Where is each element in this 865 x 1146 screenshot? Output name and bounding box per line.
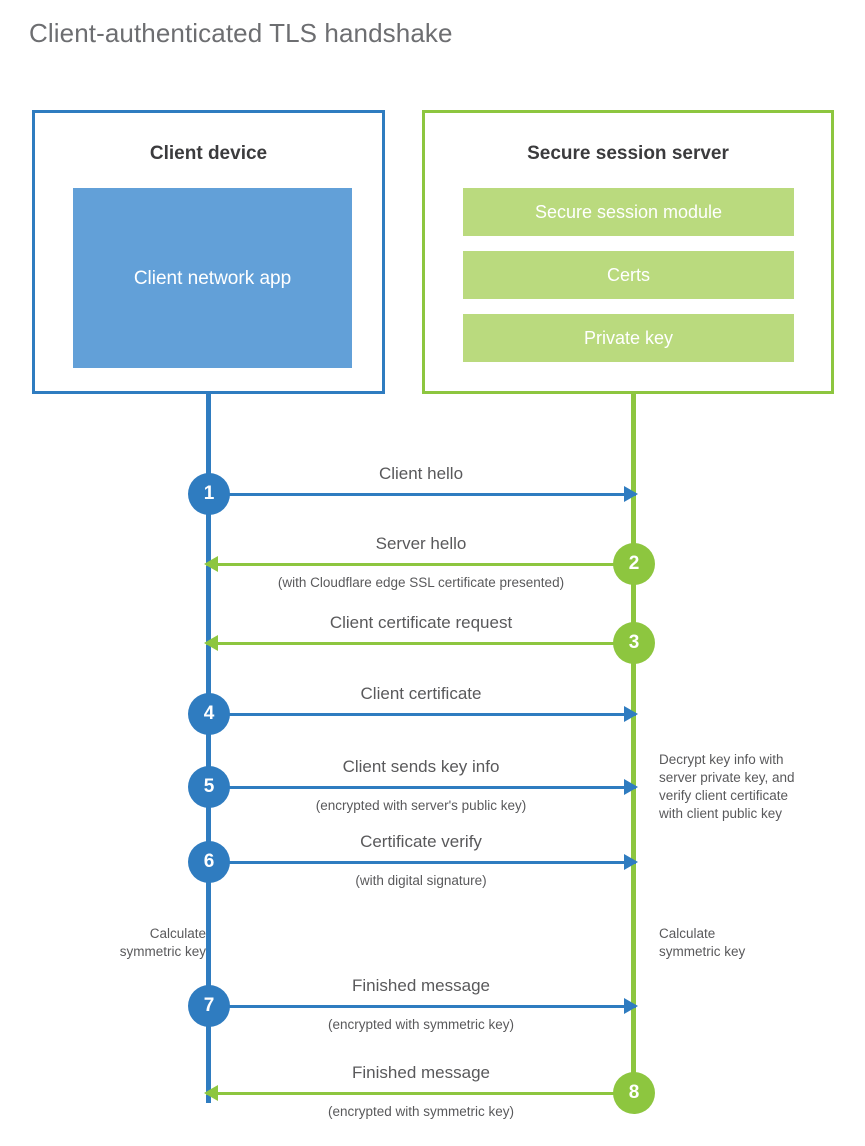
arrow-line	[206, 1004, 636, 1008]
arrow-line	[206, 712, 636, 716]
step-circle-4: 4	[188, 693, 230, 735]
message-label: Client certificate	[360, 684, 482, 703]
arrow-head-icon	[204, 1085, 218, 1101]
client-device-box: Client device Client network app	[32, 110, 385, 394]
server-bar-secure-session-module: Secure session module	[463, 188, 794, 236]
arrow-head-icon	[624, 779, 638, 795]
annotation-server-decrypt: Decrypt key info with server private key…	[659, 752, 795, 821]
client-lifeline	[206, 391, 211, 1103]
annotation-client-calculate-symmetric-key: Calculate symmetric key	[119, 926, 206, 959]
message-sublabel: (with digital signature)	[355, 873, 487, 888]
arrow-head-icon	[624, 706, 638, 722]
arrow-line	[206, 1091, 636, 1095]
arrow-head-icon	[204, 556, 218, 572]
message-label: Certificate verify	[360, 832, 482, 851]
step-circle-7: 7	[188, 985, 230, 1027]
server-bar-label: Private key	[583, 327, 674, 348]
message-label: Server hello	[375, 534, 467, 553]
arrow-head-icon	[624, 998, 638, 1014]
message-sublabel: (encrypted with symmetric key)	[327, 1104, 515, 1119]
message-label: Client sends key info	[342, 757, 500, 776]
step-circle-3: 3	[613, 622, 655, 664]
message-sublabel: (encrypted with server's public key)	[315, 798, 527, 813]
arrow-line	[206, 641, 636, 645]
arrow-line	[206, 860, 636, 864]
page-title: Client-authenticated TLS handshake	[29, 18, 453, 48]
message-label: Client certificate request	[329, 613, 513, 632]
server-lifeline	[631, 391, 636, 1091]
secure-session-server-box: Secure session server Secure session mod…	[422, 110, 834, 394]
annotation-server-calculate-symmetric-key: Calculate symmetric key	[659, 926, 746, 959]
server-bar-certs: Certs	[463, 251, 794, 299]
step-circle-2: 2	[613, 543, 655, 585]
arrow-head-icon	[204, 635, 218, 651]
step-circle-6: 6	[188, 841, 230, 883]
message-label: Finished message	[352, 1063, 490, 1082]
step-circle-1: 1	[188, 473, 230, 515]
step-circle-5: 5	[188, 766, 230, 808]
arrow-head-icon	[624, 486, 638, 502]
message-label: Finished message	[352, 976, 490, 995]
secure-session-server-title: Secure session server	[527, 143, 729, 164]
message-sublabel: (encrypted with symmetric key)	[327, 1017, 515, 1032]
server-bar-private-key: Private key	[463, 314, 794, 362]
server-bar-label: Certs	[606, 264, 650, 285]
arrow-line	[206, 492, 636, 496]
step-circle-8: 8	[613, 1072, 655, 1114]
message-label: Client hello	[378, 464, 464, 483]
client-device-title: Client device	[149, 143, 268, 164]
arrow-line	[206, 785, 636, 789]
client-network-app-block: Client network app	[73, 188, 352, 368]
arrow-line	[206, 562, 636, 566]
arrow-head-icon	[624, 854, 638, 870]
client-network-app-label: Client network app	[133, 267, 292, 289]
message-sublabel: (with Cloudflare edge SSL certificate pr…	[277, 575, 565, 590]
server-bar-label: Secure session module	[534, 201, 723, 222]
